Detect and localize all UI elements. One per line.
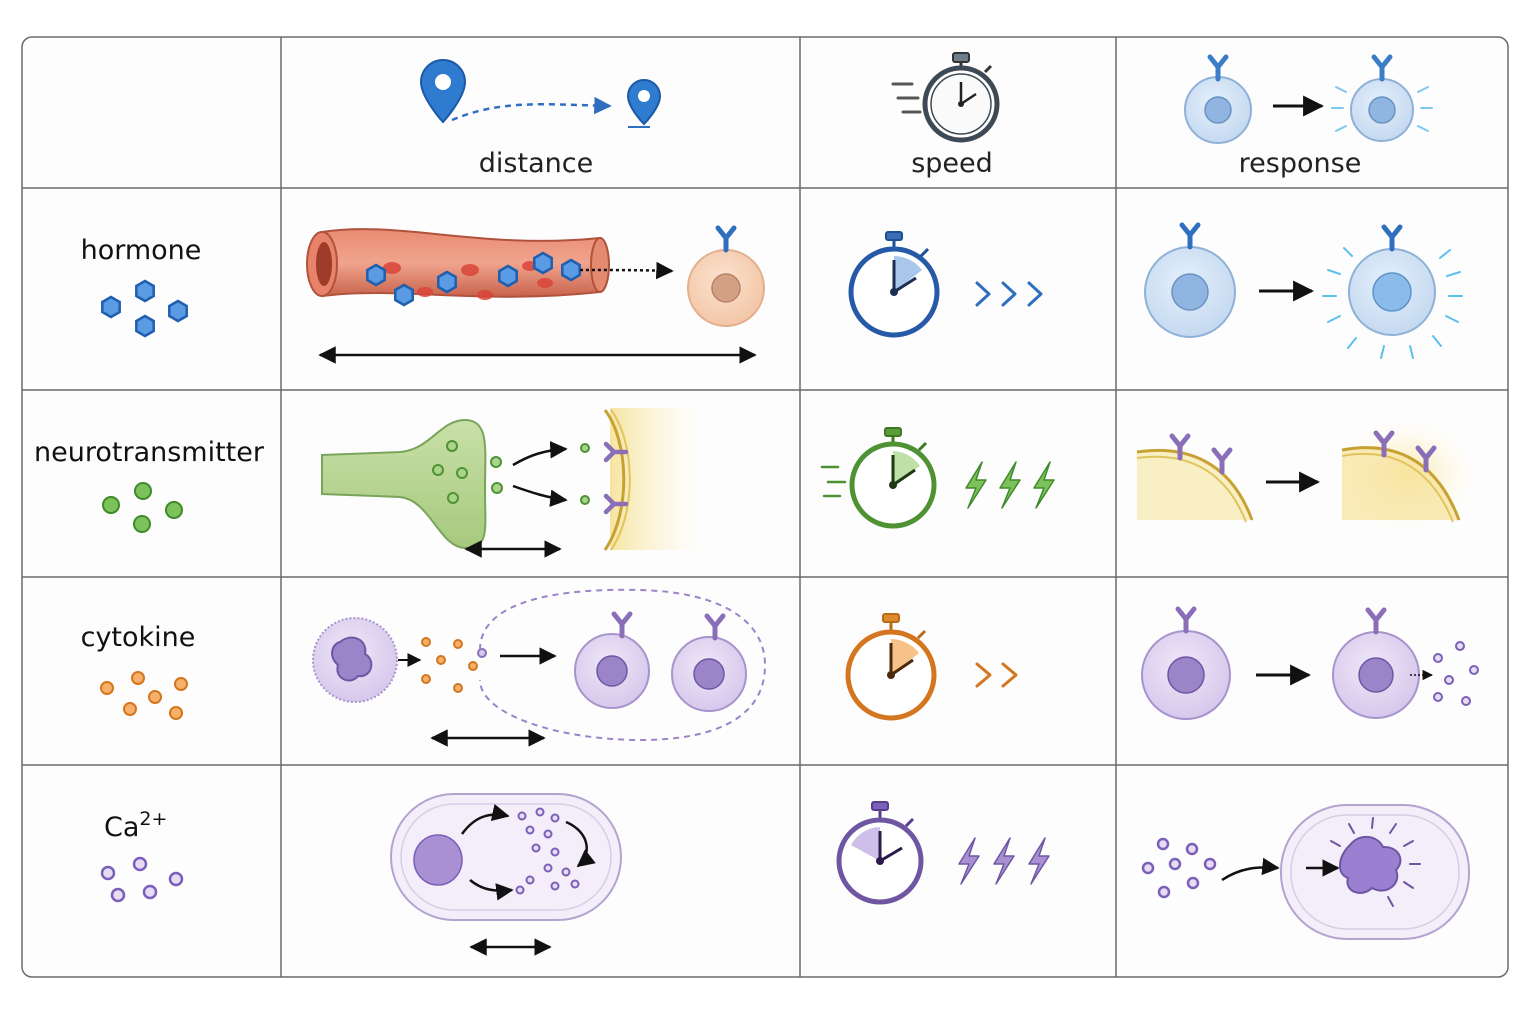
- lightning-bolts-icon: [965, 461, 1055, 509]
- neurotransmitter-molecules-icon: [102, 482, 183, 533]
- target-cell-icon: [687, 228, 765, 327]
- location-pin-small-icon: [626, 78, 662, 128]
- header-distance: distance: [419, 58, 662, 179]
- cell-activated-icon: [1280, 804, 1470, 940]
- blood-vessel-illustration: [306, 228, 610, 307]
- stopwatch-icon: [891, 52, 1000, 143]
- row-label-neurotransmitter: neurotransmitter: [34, 437, 265, 468]
- column-header-response: response: [1239, 148, 1362, 179]
- calcium-ions-icon: [1141, 837, 1217, 899]
- postsynaptic-membrane: [603, 408, 710, 551]
- header-speed: speed: [891, 52, 1000, 179]
- row-calcium: Ca2+: [100, 793, 1470, 956]
- target-cell-icon: [574, 614, 650, 709]
- target-cell-icon: [671, 616, 747, 712]
- row-cytokine: cytokine: [81, 588, 1479, 747]
- axon-terminal-illustration: [321, 418, 503, 550]
- speed-chevrons-icon: [975, 281, 1043, 307]
- calcium-ions-icon: [100, 856, 184, 903]
- calcium-charge: 2+: [139, 808, 167, 830]
- stopwatch-icon: [820, 427, 937, 529]
- row-hormone: hormone: [81, 225, 1463, 364]
- cytokine-molecules-icon: [100, 671, 188, 720]
- stopwatch-icon: [845, 613, 937, 721]
- row-label-cytokine: cytokine: [81, 622, 196, 653]
- lightning-bolts-icon: [958, 837, 1050, 885]
- cell-interior-illustration: [390, 793, 622, 921]
- cell-activated-icon: [1322, 227, 1463, 359]
- cell-activated-icon: [1331, 57, 1433, 142]
- speed-chevrons-icon: [975, 662, 1018, 688]
- location-pin-icon: [419, 58, 467, 124]
- header-response: response: [1184, 57, 1433, 179]
- immune-cell-illustration: [312, 617, 398, 703]
- membrane-activated-icon: [1340, 420, 1475, 530]
- cell-secreting-icon: [1332, 610, 1479, 719]
- cell-before-icon: [1184, 57, 1252, 144]
- dashed-path-arrow: [451, 96, 612, 122]
- row-label-hormone: hormone: [81, 235, 202, 266]
- column-header-distance: distance: [479, 148, 593, 179]
- stopwatch-icon: [836, 801, 924, 905]
- membrane-before-icon: [1136, 436, 1254, 523]
- influx-arrow: [1221, 857, 1280, 882]
- stopwatch-icon: [848, 231, 940, 338]
- cell-before-icon: [1141, 609, 1231, 720]
- row-neurotransmitter: neurotransmitter: [34, 408, 1475, 558]
- release-arrow-bottom: [512, 484, 568, 507]
- column-header-speed: speed: [911, 148, 993, 179]
- row-label-calcium: Ca2+: [104, 808, 167, 843]
- cell-before-icon: [1144, 225, 1236, 338]
- calcium-symbol: Ca: [104, 812, 139, 843]
- release-arrow-top: [512, 441, 568, 467]
